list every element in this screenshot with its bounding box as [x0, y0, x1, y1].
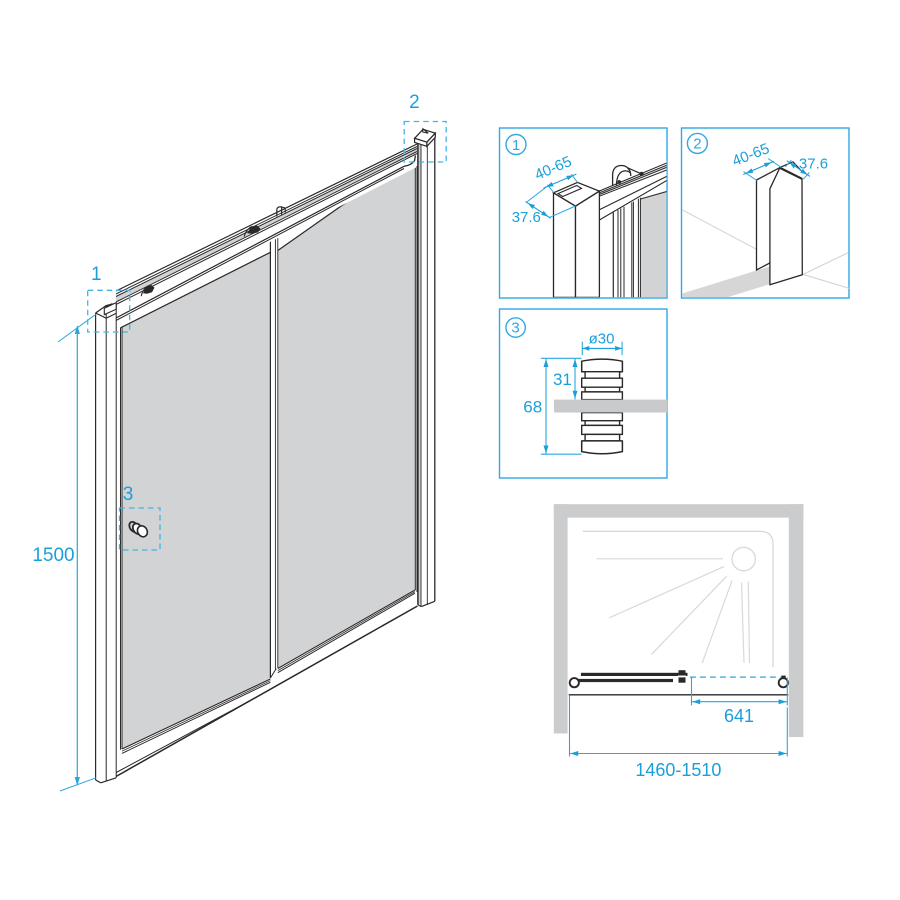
svg-text:37.6: 37.6 — [799, 155, 828, 172]
svg-text:1: 1 — [512, 137, 520, 154]
svg-text:ø30: ø30 — [589, 331, 615, 348]
svg-text:2: 2 — [693, 136, 701, 153]
svg-text:31: 31 — [553, 370, 572, 389]
svg-text:68: 68 — [523, 397, 542, 416]
svg-text:3: 3 — [123, 484, 134, 505]
svg-text:641: 641 — [724, 706, 754, 726]
svg-text:1500: 1500 — [32, 545, 74, 566]
svg-text:2: 2 — [409, 92, 420, 113]
svg-text:1460-1510: 1460-1510 — [635, 760, 721, 780]
svg-text:3: 3 — [511, 320, 519, 337]
svg-text:37.6: 37.6 — [512, 209, 541, 226]
svg-text:1: 1 — [91, 264, 102, 285]
